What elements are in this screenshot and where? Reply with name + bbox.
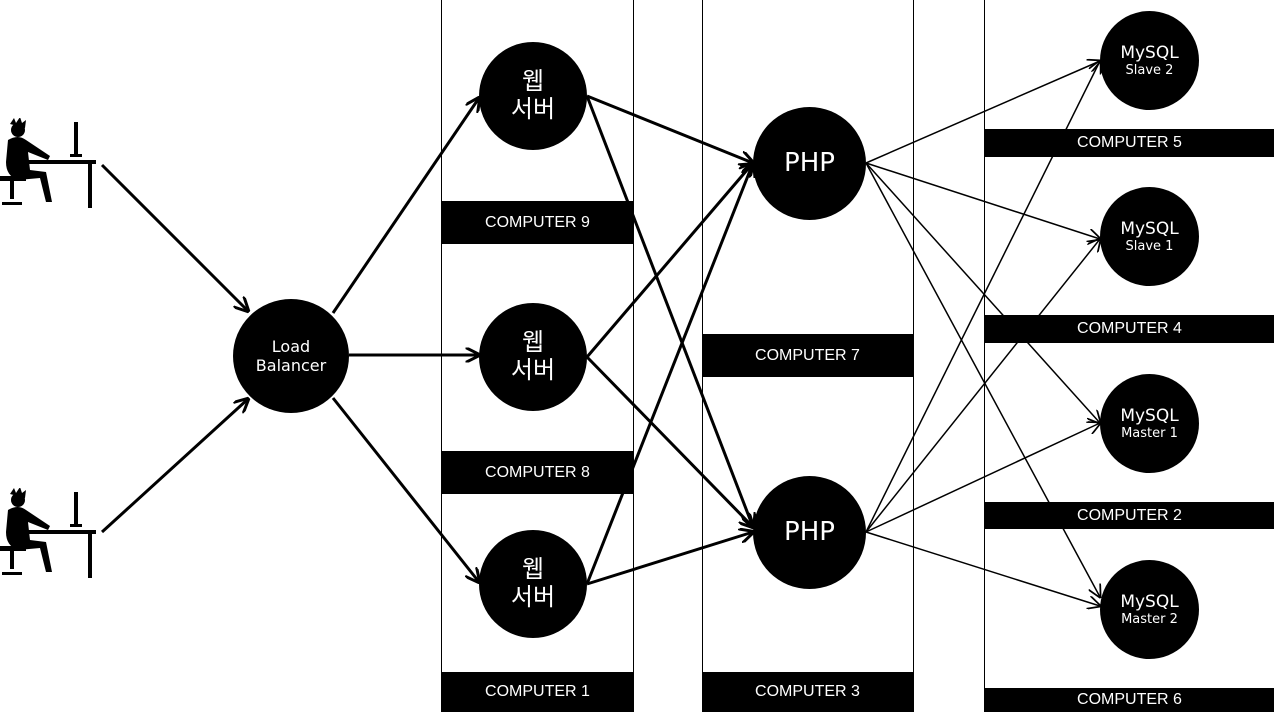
edge-php1-slave2: [865, 61, 1100, 164]
load-balancer-label-line2: Balancer: [255, 356, 327, 375]
edge-web2-php1: [585, 163, 753, 358]
computer-1-label: COMPUTER 1: [442, 672, 633, 712]
edge-php2-master1: [865, 423, 1100, 533]
load-balancer-label-line1: Load: [271, 336, 311, 356]
web-server-label-line2: 서버: [510, 356, 556, 384]
db-label-line1: MySQL: [1120, 405, 1179, 426]
mysql-master-1-node: MySQL Master 1: [1100, 374, 1199, 473]
php-label: PHP: [784, 516, 835, 547]
database-column: [984, 0, 1274, 712]
db-label-line1: MySQL: [1120, 42, 1179, 63]
db-label-line1: MySQL: [1120, 218, 1179, 239]
edge-lb-web1: [331, 98, 479, 314]
db-label-line2: Slave 2: [1125, 62, 1174, 78]
edge-php2-master2: [865, 531, 1100, 606]
web-server-label-line2: 서버: [510, 583, 556, 611]
web-server-node-2: 웹 서버: [479, 303, 587, 411]
computer-6-label: COMPUTER 6: [985, 688, 1274, 712]
web-server-node-1: 웹 서버: [479, 42, 587, 150]
edge-php1-master1: [865, 162, 1100, 423]
mysql-master-2-node: MySQL Master 2: [1100, 560, 1199, 659]
computer-4-label: COMPUTER 4: [985, 315, 1274, 343]
computer-5-label: COMPUTER 5: [985, 129, 1274, 157]
load-balancer-node: Load Balancer: [233, 299, 349, 413]
edge-php1-slave1: [865, 162, 1100, 239]
php-node-2: PHP: [753, 476, 866, 589]
computer-7-label: COMPUTER 7: [702, 334, 913, 377]
edge-user-top-lb: [100, 163, 248, 311]
db-label-line2: Slave 1: [1125, 238, 1174, 254]
web-server-label-line2: 서버: [510, 95, 556, 123]
edge-php2-slave1: [865, 239, 1100, 533]
edge-web1-php2: [585, 95, 753, 527]
web-server-label-line1: 웹: [521, 67, 545, 96]
php-node-1: PHP: [753, 107, 866, 220]
edge-web3-php1: [585, 163, 753, 585]
web-server-node-3: 웹 서버: [479, 530, 587, 638]
db-label-line2: Master 1: [1121, 425, 1178, 441]
php-label: PHP: [784, 147, 835, 178]
edge-web1-php1: [586, 94, 753, 163]
edge-web3-php2: [586, 532, 753, 586]
edge-web2-php2: [585, 355, 753, 527]
db-label-line1: MySQL: [1120, 591, 1179, 612]
computer-9-label: COMPUTER 9: [442, 201, 633, 244]
web-server-label-line1: 웹: [521, 328, 545, 357]
computer-2-label: COMPUTER 2: [985, 502, 1274, 529]
mysql-slave-1-node: MySQL Slave 1: [1100, 187, 1199, 286]
db-label-line2: Master 2: [1121, 611, 1178, 627]
person-at-computer-icon: [0, 118, 96, 208]
web-server-label-line1: 웹: [521, 555, 545, 584]
edge-user-bottom-lb: [100, 399, 248, 534]
person-at-computer-icon: [0, 488, 96, 578]
mysql-slave-2-node: MySQL Slave 2: [1100, 11, 1199, 110]
computer-8-label: COMPUTER 8: [442, 451, 633, 494]
edge-lb-web3: [331, 397, 479, 582]
computer-3-label: COMPUTER 3: [702, 672, 913, 712]
